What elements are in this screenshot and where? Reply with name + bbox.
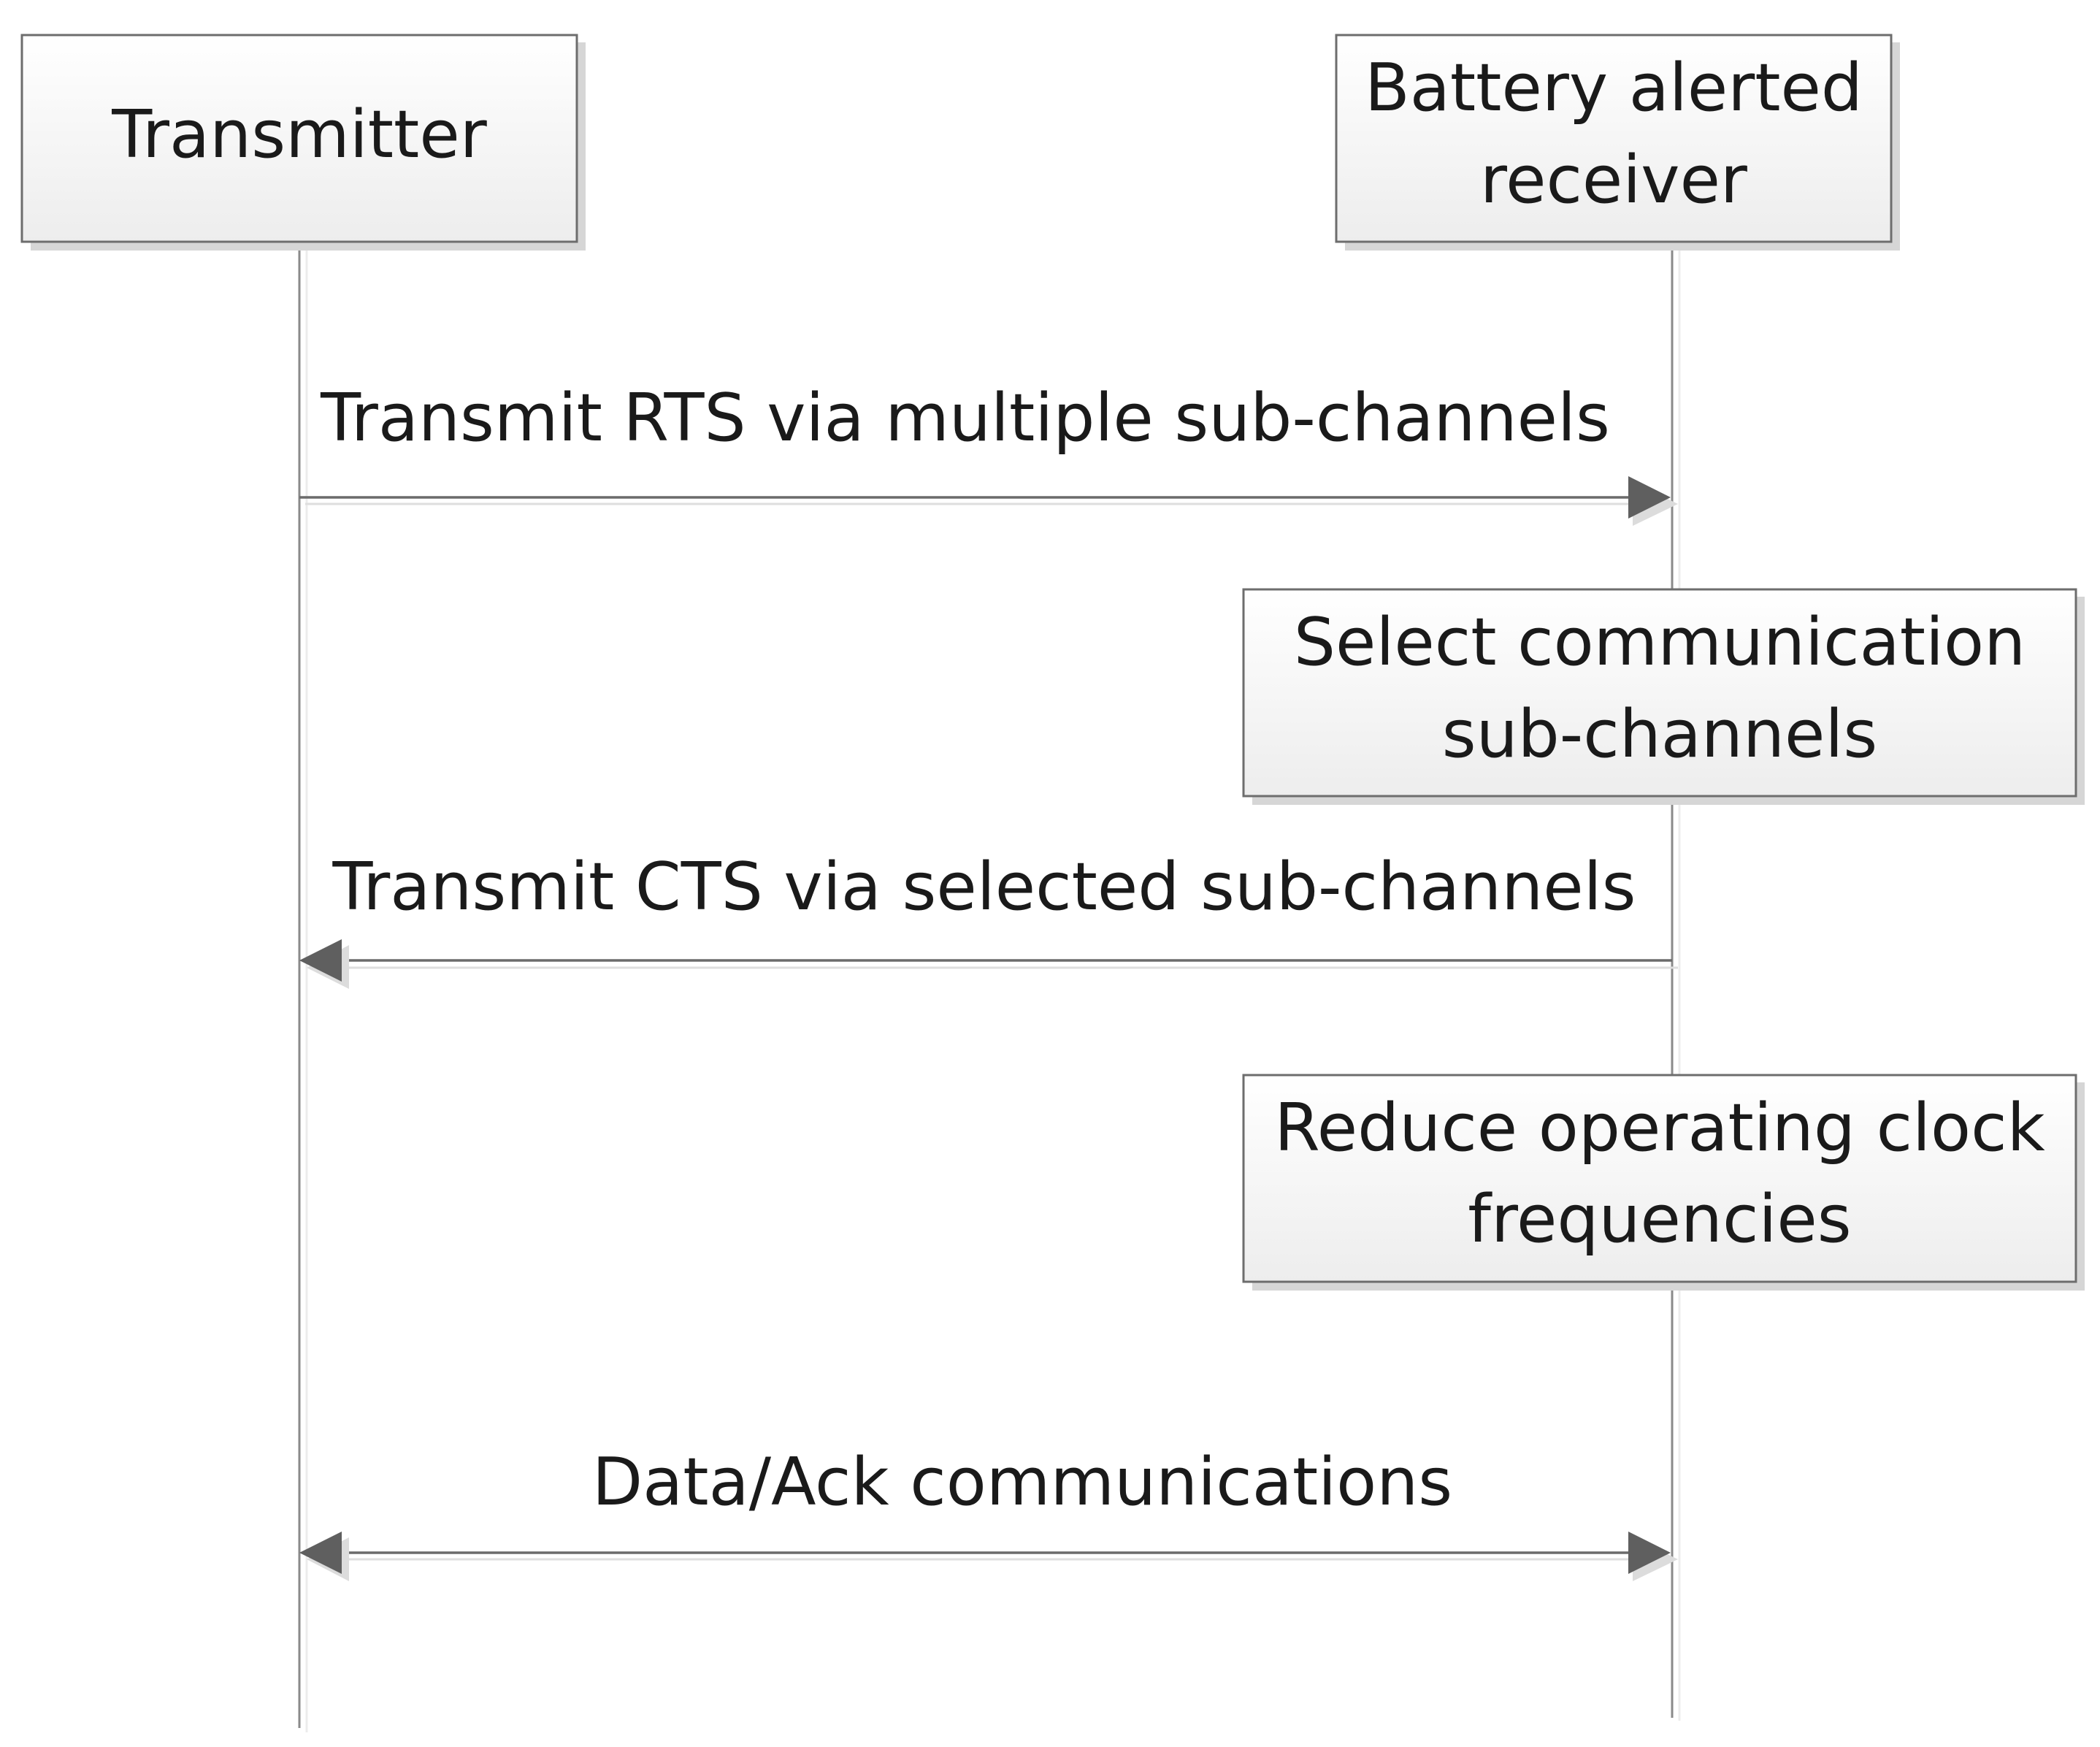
rts-message-label: Transmit RTS via multiple sub-channels bbox=[320, 380, 1610, 456]
arrow-right-icon bbox=[1628, 1532, 1671, 1574]
receiver-label-line-2: receiver bbox=[1480, 142, 1747, 218]
receiver-label-line-1: Battery alerted bbox=[1365, 50, 1863, 126]
rts-message: Transmit RTS via multiple sub-channels bbox=[299, 380, 1678, 526]
transmitter-label: Transmitter bbox=[111, 96, 486, 173]
reduce-clock-box: Reduce operating clock frequencies bbox=[1242, 1074, 2085, 1291]
select-subchannels-label-line-2: sub-channels bbox=[1442, 696, 1878, 773]
arrow-left-icon bbox=[299, 1532, 342, 1574]
reduce-clock-label-line-1: Reduce operating clock bbox=[1274, 1090, 2045, 1166]
transmitter-box: Transmitter bbox=[20, 34, 586, 251]
select-subchannels-box: Select communication sub-channels bbox=[1242, 588, 2085, 805]
receiver-box: Battery alerted receiver bbox=[1335, 34, 1900, 251]
cts-message: Transmit CTS via selected sub-channels bbox=[299, 849, 1678, 989]
arrow-left-icon bbox=[299, 939, 342, 982]
arrow-right-icon bbox=[1628, 476, 1671, 519]
cts-message-label: Transmit CTS via selected sub-channels bbox=[332, 849, 1636, 925]
data-ack-message: Data/Ack communications bbox=[299, 1444, 1678, 1581]
transmitter-lifeline bbox=[298, 242, 308, 1732]
reduce-clock-label-line-2: frequencies bbox=[1468, 1181, 1851, 1258]
data-ack-message-label: Data/Ack communications bbox=[592, 1444, 1452, 1521]
select-subchannels-label-line-1: Select communication bbox=[1294, 604, 2026, 681]
receiver-lifeline bbox=[1671, 242, 1681, 1721]
